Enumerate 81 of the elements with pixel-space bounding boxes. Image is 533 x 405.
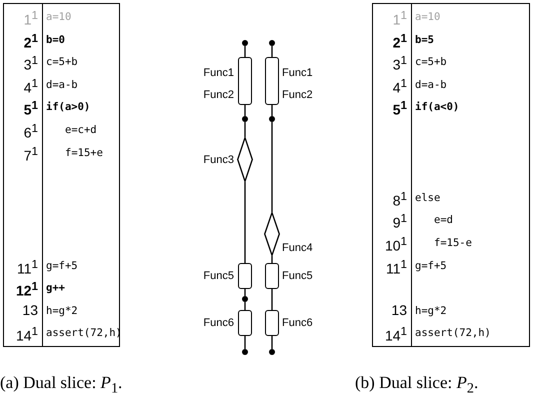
function-block bbox=[238, 57, 252, 105]
caption: (a) Dual slice: P$_{1}$. bbox=[0, 373, 122, 398]
line-number: 8$^{1}$ bbox=[392, 188, 407, 210]
function-label: Func3 bbox=[203, 153, 234, 167]
code-line: d=a-b bbox=[415, 78, 447, 93]
connector-line bbox=[244, 122, 246, 137]
function-label: Func1 bbox=[282, 66, 313, 80]
function-block bbox=[265, 263, 279, 289]
line-number: 2$^{1}$ bbox=[24, 30, 38, 52]
decision-diamond bbox=[264, 212, 280, 256]
code-line: d=a-b bbox=[46, 78, 78, 93]
connector-line bbox=[271, 122, 273, 212]
line-number: 7$^{1}$ bbox=[24, 144, 38, 166]
code-line: c=5+b bbox=[415, 55, 447, 70]
line-number: 3$^{1}$ bbox=[392, 53, 407, 75]
code-line: f=15-e bbox=[434, 236, 472, 251]
line-number: 14$^{1}$ bbox=[384, 324, 407, 346]
code-line: g++ bbox=[46, 281, 65, 296]
junction-dot bbox=[242, 116, 248, 122]
code-line: b=0 bbox=[46, 32, 65, 48]
function-block bbox=[265, 310, 279, 336]
connector-line bbox=[244, 105, 246, 116]
function-label: Func4 bbox=[282, 241, 313, 255]
connector-line bbox=[271, 105, 273, 116]
connector-line bbox=[244, 46, 246, 57]
code-line: h=g*2 bbox=[415, 304, 447, 319]
connector-line bbox=[244, 336, 246, 349]
line-number: 13 bbox=[22, 300, 38, 320]
line-number: 1$^{1}$ bbox=[392, 8, 407, 30]
decision-diamond bbox=[237, 137, 253, 182]
function-label: Func5 bbox=[282, 269, 313, 283]
function-label: Func5 bbox=[203, 269, 234, 283]
line-number: 9$^{1}$ bbox=[392, 211, 407, 234]
line-number: 11$^{1}$ bbox=[386, 256, 407, 278]
function-block bbox=[238, 310, 252, 336]
function-label: Func6 bbox=[203, 316, 234, 330]
caption: (b) Dual slice: P$_{2}$. bbox=[355, 373, 478, 398]
code-line: if(a>0) bbox=[46, 100, 90, 116]
code-line: assert(72,h) bbox=[415, 326, 491, 342]
connector-line bbox=[271, 336, 273, 349]
junction-dot bbox=[242, 296, 248, 302]
code-line: g=f+5 bbox=[46, 258, 78, 274]
connector-line bbox=[244, 182, 246, 263]
line-number: 4$^{1}$ bbox=[392, 76, 407, 98]
line-number: 5$^{1}$ bbox=[24, 98, 38, 120]
line-number: 3$^{1}$ bbox=[24, 53, 38, 75]
code-line: if(a<0) bbox=[415, 100, 460, 116]
code-line: a=10 bbox=[46, 10, 72, 25]
line-number: 6$^{1}$ bbox=[24, 121, 38, 143]
code-line: g=f+5 bbox=[415, 258, 447, 274]
line-number: 2$^{1}$ bbox=[392, 30, 407, 52]
code-line: else bbox=[415, 190, 440, 206]
line-number: 10$^{1}$ bbox=[384, 234, 407, 256]
function-block bbox=[265, 57, 279, 105]
function-label: Func1 bbox=[203, 66, 234, 80]
junction-dot bbox=[269, 116, 275, 122]
connector-line bbox=[271, 289, 273, 310]
code-line: c=5+b bbox=[46, 55, 78, 70]
function-label: Func6 bbox=[282, 316, 313, 330]
connector-line bbox=[271, 46, 273, 57]
code-line: assert(72,h) bbox=[46, 326, 122, 342]
line-number: 12$^{1}$ bbox=[16, 279, 38, 301]
code-line: e=c+d bbox=[65, 123, 97, 138]
function-label: Func2 bbox=[282, 88, 313, 102]
code-line: h=g*2 bbox=[46, 304, 78, 319]
function-label: Func2 bbox=[203, 88, 234, 102]
code-line: f=15+e bbox=[65, 146, 103, 161]
code-line: b=5 bbox=[415, 32, 434, 48]
line-number: 5$^{1}$ bbox=[392, 98, 407, 120]
junction-dot bbox=[269, 349, 275, 355]
code-line: a=10 bbox=[415, 10, 440, 25]
line-number: 1$^{1}$ bbox=[24, 8, 38, 30]
junction-dot bbox=[242, 40, 248, 46]
line-number: 14$^{1}$ bbox=[16, 324, 38, 346]
line-number: 4$^{1}$ bbox=[24, 76, 38, 98]
junction-dot bbox=[242, 349, 248, 355]
line-number: 13 bbox=[391, 300, 407, 320]
code-line: e=d bbox=[434, 213, 453, 228]
junction-dot bbox=[269, 40, 275, 46]
function-block bbox=[238, 263, 252, 289]
line-number: 11$^{1}$ bbox=[16, 256, 38, 278]
